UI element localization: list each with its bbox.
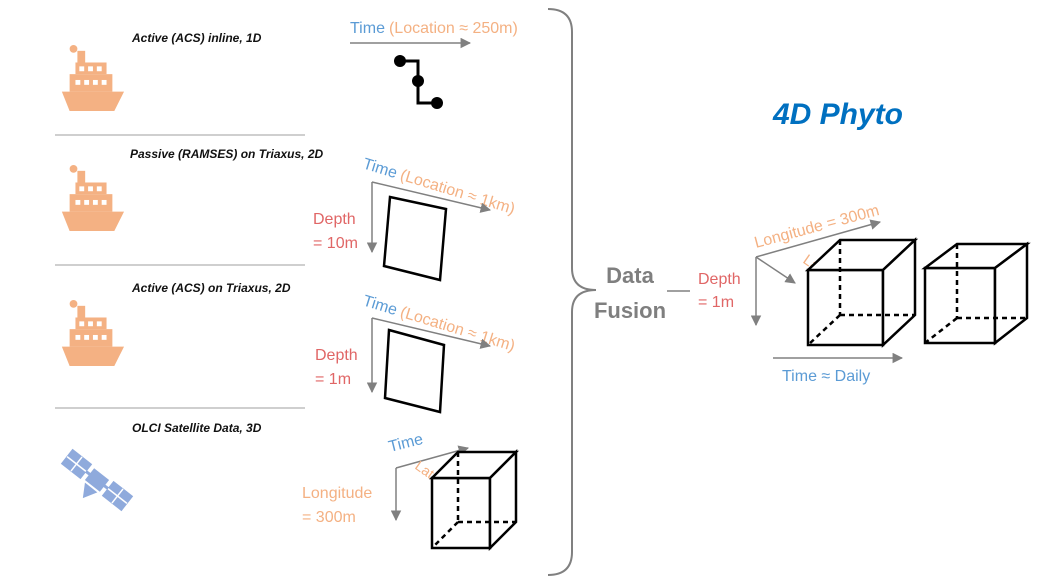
fusion-label-line2: Fusion — [594, 298, 666, 323]
fusion-label-line1: Data — [606, 263, 654, 288]
source-row-olci-satellite: OLCI Satellite Data, 3D Time Latitude Lo… — [60, 421, 520, 552]
cube-3d — [428, 448, 520, 552]
source-title: Passive (RAMSES) on Triaxus, 2D — [130, 147, 324, 161]
depth-value: = 1m — [315, 371, 351, 388]
depth-label: Depth — [315, 347, 358, 364]
ship-icon — [61, 45, 125, 112]
source-title: Active (ACS) inline, 1D — [131, 31, 262, 45]
depth-label: Depth — [698, 271, 741, 288]
time-axis-label: Time — [387, 431, 425, 456]
depth-value: = 10m — [313, 235, 358, 252]
source-title: Active (ACS) on Triaxus, 2D — [131, 281, 291, 295]
time-label: Time ≈ Daily — [782, 368, 870, 385]
cube-day-2 — [921, 241, 1031, 346]
result-title: 4D Phyto — [772, 98, 903, 131]
depth-label: Depth — [313, 211, 356, 228]
source-row-acs-inline: Active (ACS) inline, 1D Time(Location ≈ … — [61, 20, 518, 112]
time-axis-label: Time(Location ≈ 250m) — [350, 20, 518, 37]
ship-icon — [61, 300, 125, 367]
depth-value: = 1m — [698, 294, 734, 311]
transect-1d-icon — [394, 55, 443, 109]
satellite-icon — [60, 448, 134, 512]
result-4d-phyto: 4D Phyto Longitude = 300m Latitude Depth… — [698, 98, 1031, 385]
longitude-value: = 300m — [302, 509, 356, 526]
latitude-arrow — [755, 256, 796, 284]
longitude-label: Longitude — [302, 485, 372, 502]
fusion-brace — [547, 8, 597, 576]
section-2d-plane — [383, 328, 446, 414]
ship-icon — [61, 165, 125, 232]
cube-day-1 — [804, 237, 919, 348]
source-row-acs-triaxus: Active (ACS) on Triaxus, 2D Time(Locatio… — [61, 281, 517, 414]
source-title: OLCI Satellite Data, 3D — [132, 421, 262, 435]
time-arrow — [371, 317, 492, 349]
longitude-arrow — [755, 219, 882, 258]
section-2d-plane — [382, 195, 448, 282]
time-arrow — [395, 445, 470, 469]
time-arrow — [371, 181, 492, 213]
source-row-ramses-triaxus: Passive (RAMSES) on Triaxus, 2D Time(Loc… — [61, 147, 517, 282]
